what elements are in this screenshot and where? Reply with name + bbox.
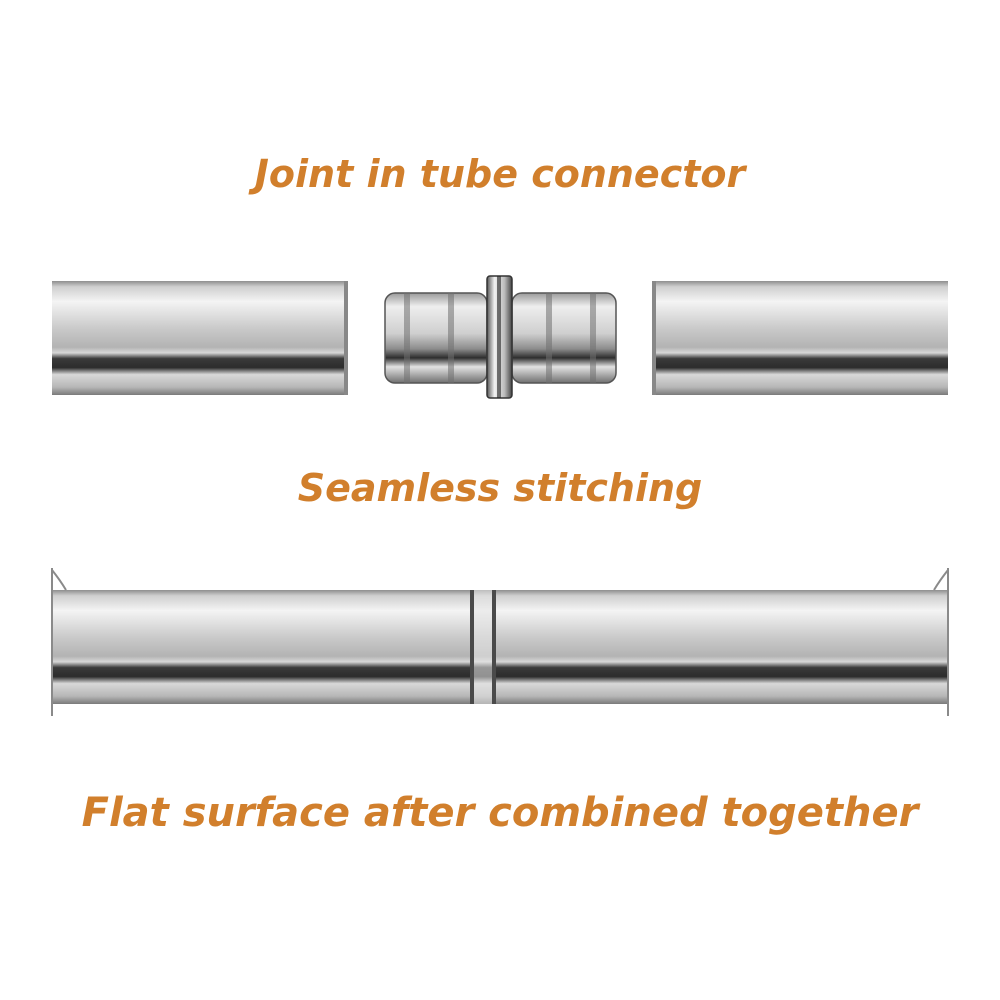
right-tube	[652, 281, 948, 395]
joined-tube	[51, 568, 949, 716]
left-tube	[52, 281, 348, 395]
caption-seamless-stitching: Seamless stitching	[297, 466, 703, 510]
caption-flat-surface: Flat surface after combined together	[81, 790, 919, 836]
tube-connector	[384, 275, 617, 399]
caption-joint-connector: Joint in tube connector	[254, 152, 746, 196]
